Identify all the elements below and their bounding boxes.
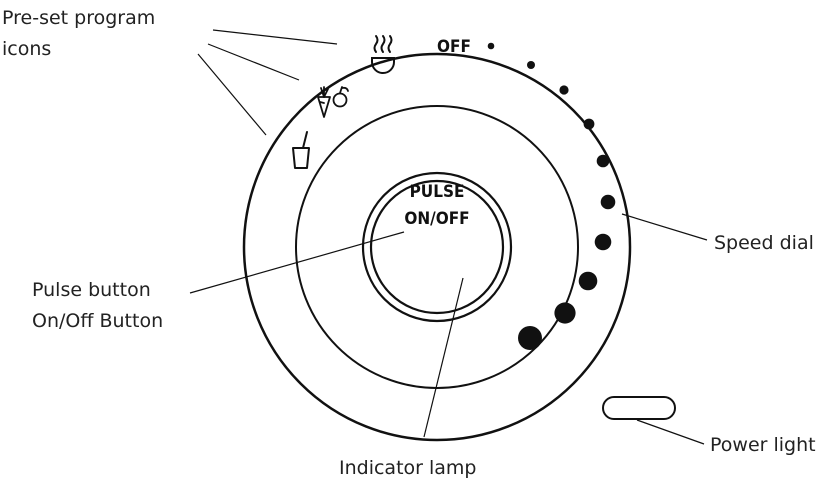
outer-dial-ring [242,52,632,442]
off-label: OFF [437,37,471,57]
leader-icons-veg [207,43,300,81]
leader-icons-cup [197,53,267,136]
speed-dot-8[interactable] [578,271,598,291]
power-light-label: Power light [710,434,816,456]
speed-dot-5[interactable] [596,154,610,168]
pulse-button-label-line2: ON/OFF [404,209,469,229]
power-light [602,396,676,420]
speed-dot-2[interactable] [527,61,535,69]
pulse-button-callout-line1: Pulse button [32,279,151,301]
program-icons-label-line1: Pre-set program [2,7,155,29]
pulse-button-callout-line2: On/Off Button [32,310,163,332]
speed-dot-6[interactable] [600,194,616,210]
smoothie-cup-icon[interactable] [292,131,310,169]
speed-dot-3[interactable] [559,85,569,95]
speed-dots[interactable] [487,42,616,350]
pulse-button-rim[interactable] [361,171,513,323]
speed-dot-4[interactable] [583,118,595,130]
leader-power-light [636,419,705,445]
leader-pulse-button [189,231,405,294]
soup-bowl-icon[interactable] [371,35,395,74]
vegetable-fruit-icon[interactable] [317,86,349,118]
speed-dot-10[interactable] [518,326,542,350]
leader-lines [189,29,708,445]
speed-dot-7[interactable] [594,233,612,251]
leader-icons-soup [212,29,338,45]
speed-dial-inner-ring [295,105,579,389]
pulse-button[interactable] [369,179,505,315]
leader-speed-dial [621,213,708,241]
program-icons-label-line2: icons [2,38,51,60]
pulse-button-label-line1: PULSE [410,182,465,202]
leader-indicator-lamp [423,277,464,438]
speed-dial-label: Speed dial [714,232,814,254]
speed-dot-1[interactable] [487,42,495,50]
indicator-lamp-label: Indicator lamp [339,457,477,479]
speed-dot-9[interactable] [554,302,576,324]
